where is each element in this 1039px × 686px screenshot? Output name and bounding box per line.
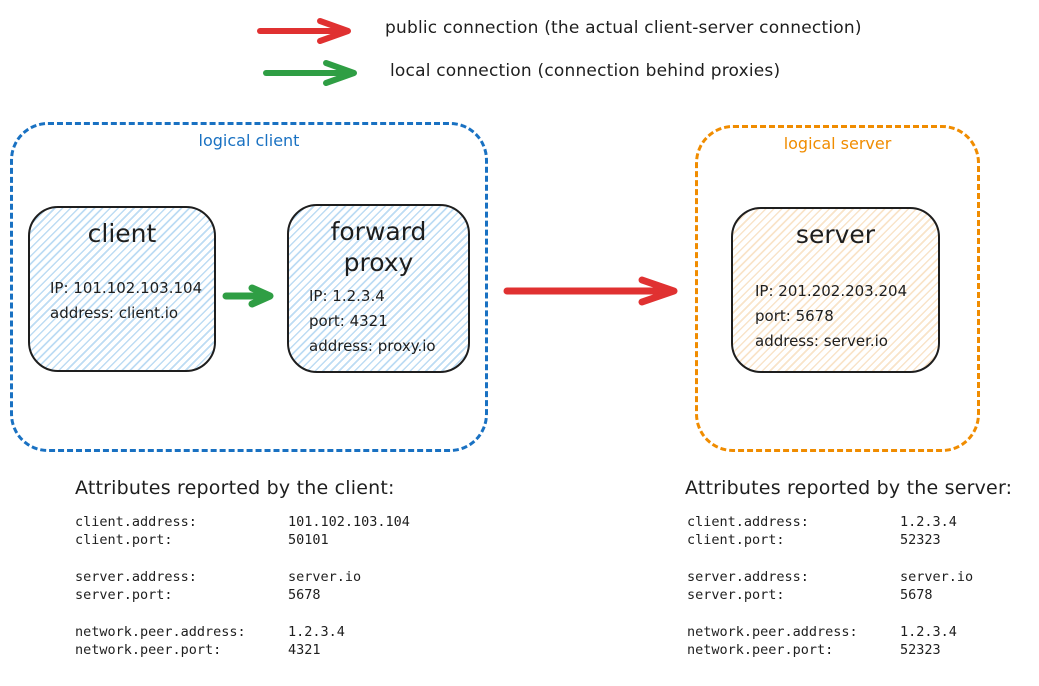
server-attributes-section: Attributes reported by the server: clien… [675,477,1012,678]
server-node: server IP: 201.202.203.204 port: 5678 ad… [731,207,940,373]
client-attributes-title: Attributes reported by the client: [75,477,395,499]
attribute-value: 1.2.3.4 [900,624,957,640]
attribute-group: network.peer.address: 1.2.3.4 network.pe… [687,623,1012,659]
proxy-port-line: port: 4321 [309,312,388,330]
attribute-row: client.address: 101.102.103.104 [75,513,410,531]
local-connection-legend-arrow-icon [263,60,357,86]
attribute-group: server.address: server.io server.port: 5… [75,568,410,604]
attribute-key: network.peer.port: [75,642,222,658]
attribute-group: client.address: 1.2.3.4 client.port: 523… [687,513,1012,549]
client-node-info: IP: 101.102.103.104 address: client.io [50,276,202,326]
client-node-title: client [87,219,157,248]
attribute-row: server.address: server.io [75,568,410,586]
attribute-group: client.address: 101.102.103.104 client.p… [75,513,410,549]
attribute-row: network.peer.address: 1.2.3.4 [75,623,410,641]
attribute-row: server.port: 5678 [75,586,410,604]
attribute-row: server.address: server.io [687,568,1012,586]
logical-server-group: logical server [695,125,980,452]
logical-client-label: logical client [198,131,300,150]
forward-proxy-node-info: IP: 1.2.3.4 port: 4321 address: proxy.io [309,284,436,359]
public-connection-legend-label: public connection (the actual client-ser… [385,18,862,38]
attribute-key: server.port: [687,587,785,603]
attribute-value: server.io [288,569,362,585]
attribute-row: client.port: 50101 [75,531,410,549]
attribute-key: network.peer.address: [75,624,246,640]
attribute-key: client.port: [75,532,173,548]
attribute-value: 5678 [288,587,321,603]
proxy-address-line: address: proxy.io [309,337,436,355]
attribute-key: network.peer.port: [687,642,834,658]
server-node-info: IP: 201.202.203.204 port: 5678 address: … [755,279,907,354]
client-attributes-table: client.address: 101.102.103.104 client.p… [75,513,410,659]
attribute-key: client.address: [687,514,809,530]
attribute-row: network.peer.address: 1.2.3.4 [687,623,1012,641]
attribute-value: 1.2.3.4 [900,514,957,530]
public-connection-arrow-icon [503,276,678,306]
attribute-row: client.address: 1.2.3.4 [687,513,1012,531]
attribute-value: 4321 [288,642,321,658]
attribute-group: network.peer.address: 1.2.3.4 network.pe… [75,623,410,659]
attribute-value: 52323 [900,642,941,658]
attribute-key: server.port: [75,587,173,603]
attribute-key: client.port: [687,532,785,548]
attribute-key: server.address: [75,569,197,585]
attribute-row: client.port: 52323 [687,531,1012,549]
logical-client-group: logical client [10,122,488,452]
forward-proxy-node: forward proxy IP: 1.2.3.4 port: 4321 add… [287,204,470,373]
server-ip-line: IP: 201.202.203.204 [755,282,908,300]
public-connection-legend-arrow-icon [257,18,351,44]
client-attributes-section: Attributes reported by the client: clien… [75,477,410,678]
server-attributes-title: Attributes reported by the server: [685,477,1013,499]
client-ip-line: IP: 101.102.103.104 [50,279,203,297]
logical-server-label: logical server [783,134,892,153]
attribute-row: network.peer.port: 52323 [687,641,1012,659]
server-address-line: address: server.io [755,332,888,350]
proxy-ip-line: IP: 1.2.3.4 [309,287,385,305]
attribute-key: network.peer.address: [687,624,858,640]
attribute-value: 52323 [900,532,941,548]
server-node-title: server [795,220,876,249]
forward-proxy-node-title: forward proxy [330,217,427,277]
client-address-line: address: client.io [50,304,179,322]
attribute-group: server.address: server.io server.port: 5… [687,568,1012,604]
attribute-value: 50101 [288,532,329,548]
local-connection-legend-label: local connection (connection behind prox… [390,61,781,81]
attribute-value: 101.102.103.104 [288,514,410,530]
attribute-value: server.io [900,569,974,585]
attribute-row: server.port: 5678 [687,586,1012,604]
attribute-row: network.peer.port: 4321 [75,641,410,659]
attribute-key: client.address: [75,514,197,530]
attribute-key: server.address: [687,569,809,585]
attribute-value: 5678 [900,587,933,603]
server-port-line: port: 5678 [755,307,834,325]
local-connection-arrow-icon [222,284,274,308]
server-attributes-table: client.address: 1.2.3.4 client.port: 523… [675,513,1012,659]
attribute-value: 1.2.3.4 [288,624,345,640]
client-node: client IP: 101.102.103.104 address: clie… [28,206,216,372]
